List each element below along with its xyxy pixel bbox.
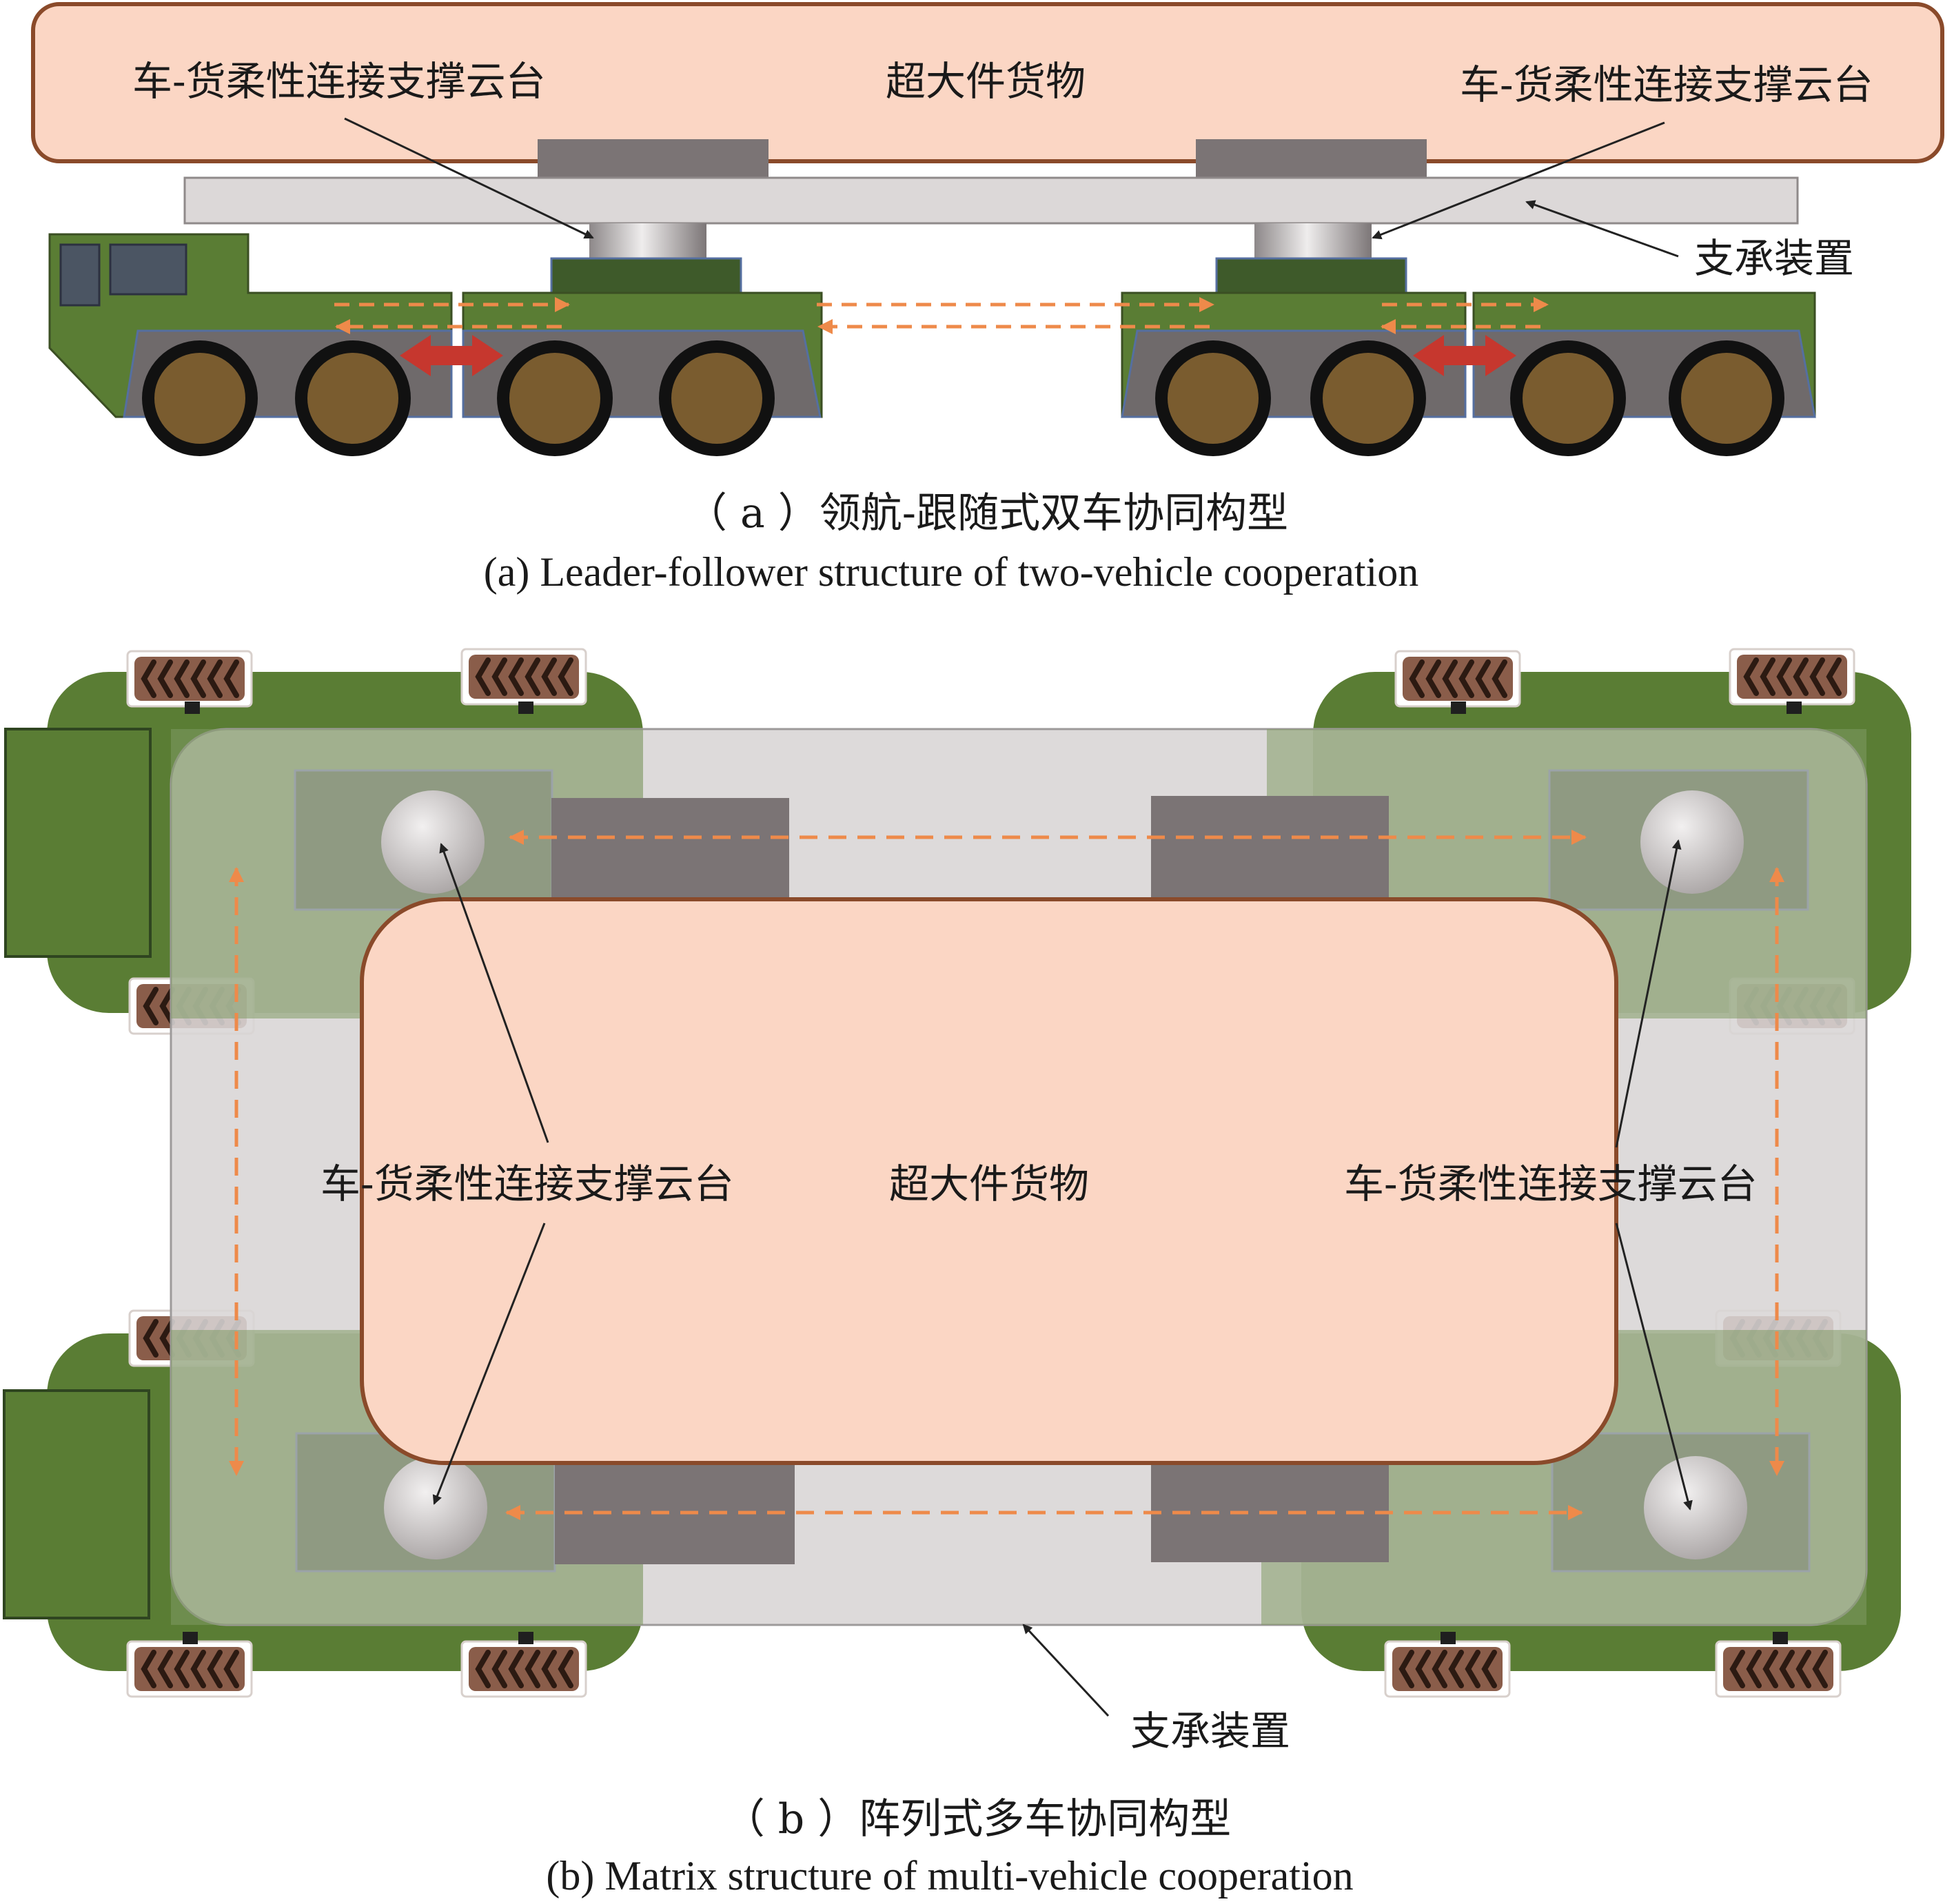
pad-b-tr xyxy=(1151,796,1389,898)
tire-b-12 xyxy=(1716,1641,1840,1697)
tire-b-2 xyxy=(462,649,586,704)
follower-vehicle xyxy=(1121,257,1467,456)
cab-b-bottom-left xyxy=(3,1389,150,1619)
gimbal-label-a-right: 车-货柔性连接支撑云台 xyxy=(1460,61,1873,108)
cargo-a xyxy=(31,2,1944,163)
tire-b-4 xyxy=(1730,649,1854,704)
leader-vehicle xyxy=(48,233,453,456)
caption-b-cn: （ b ）阵列式多车协同构型 xyxy=(724,1795,1232,1843)
gimbal-label-b-left: 车-货柔性连接支撑云台 xyxy=(320,1160,734,1207)
tire-b-3 xyxy=(1396,651,1520,706)
support-label-b: 支承装置 xyxy=(1130,1708,1290,1754)
cargo-label-a: 超大件货物 xyxy=(886,58,1086,105)
leader-lines-a xyxy=(344,117,1679,258)
gimbal-disk-b-tl xyxy=(381,790,485,894)
comm-arrows-b xyxy=(229,830,1784,1520)
follower-trailer xyxy=(1472,291,1816,456)
tire-b-11 xyxy=(1385,1641,1509,1697)
panel-a: 车-货柔性连接支撑云台 超大件货物 车-货柔性连接支撑云台 支承装置 （ a ）… xyxy=(31,2,1944,595)
gimbal-disk-b-br xyxy=(1644,1456,1747,1559)
axle-nubs-b xyxy=(183,702,1802,1644)
support-label-a: 支承装置 xyxy=(1694,235,1854,282)
panel-b: 车-货柔性连接支撑云台 超大件货物 车-货柔性连接支撑云台 支承装置 （ b ）… xyxy=(3,649,1911,1898)
comm-arrows-a xyxy=(334,297,1549,334)
caption-a-cn: （ a ）领航-跟随式双车协同构型 xyxy=(686,489,1288,538)
coupling-arrow-a-right xyxy=(1413,335,1516,376)
pad-b-bl xyxy=(555,1464,795,1564)
tire-b-9 xyxy=(128,1641,252,1697)
support-plate-a xyxy=(183,176,1799,225)
gimbal-cylinder-a-left xyxy=(589,223,706,260)
cargo-b xyxy=(360,897,1618,1465)
cab-b-top-left xyxy=(4,728,152,958)
pad-a-right xyxy=(1196,139,1427,182)
gimbal-label-a-left: 车-货柔性连接支撑云台 xyxy=(132,58,546,105)
tire-b-10 xyxy=(462,1641,586,1697)
cargo-label-b: 超大件货物 xyxy=(889,1160,1089,1207)
pad-a-left xyxy=(538,139,769,182)
caption-a-en: (a) Leader-follower structure of two-veh… xyxy=(484,549,1418,595)
pad-b-tl xyxy=(551,798,789,898)
gimbal-disk-b-tr xyxy=(1640,790,1744,894)
coupling-arrow-a-left xyxy=(400,335,503,376)
caption-b-en: (b) Matrix structure of multi-vehicle co… xyxy=(546,1853,1353,1898)
gimbal-label-b-right: 车-货柔性连接支撑云台 xyxy=(1344,1160,1758,1207)
tire-b-1 xyxy=(128,651,252,706)
gimbal-cylinder-a-right xyxy=(1254,223,1372,260)
leader-trailer xyxy=(462,257,823,456)
gimbal-disk-b-bl xyxy=(384,1456,487,1559)
leader-lines-b xyxy=(432,839,1693,1717)
